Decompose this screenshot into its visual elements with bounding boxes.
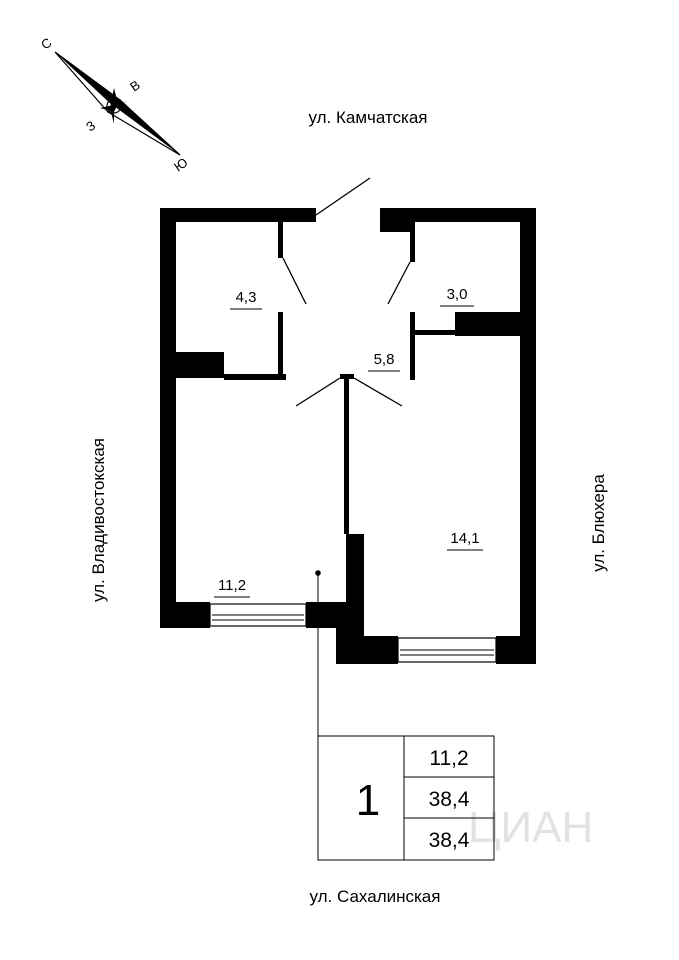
room-area-toilet: 3,0	[447, 286, 468, 303]
compass-needle-north-fill	[55, 52, 120, 106]
window-left	[209, 603, 307, 627]
compass-star-arm	[100, 104, 118, 112]
wall-partition-cap	[340, 374, 354, 379]
wall-top-left	[160, 208, 316, 222]
room-left-door	[295, 377, 341, 407]
info-table-rooms-count: 1	[356, 776, 380, 825]
wall-toilet-left-lower	[410, 312, 415, 380]
wall-bottom-right-b	[496, 636, 536, 664]
wall-top-right	[380, 208, 536, 222]
info-table-total-area: 38,4	[429, 788, 470, 811]
wall-bottom-left-a	[160, 602, 210, 628]
compass-label-east: В	[127, 77, 143, 94]
room-area-room-right: 14,1	[450, 530, 479, 547]
compass-star-arm	[110, 88, 118, 108]
room-area-room-left: 11,2	[218, 577, 246, 594]
compass-label-west: З	[83, 118, 98, 135]
door-swings	[282, 177, 411, 407]
street-label-west: ул. Владивостокская	[89, 438, 108, 602]
wall-shaft-left	[176, 352, 224, 378]
wall-toilet-bottom	[415, 330, 455, 335]
window-right	[397, 637, 497, 663]
wall-bottom-right-a	[336, 636, 398, 664]
street-label-north: ул. Камчатская	[308, 108, 427, 127]
wall-toilet-left-upper	[410, 222, 415, 262]
street-label-south: ул. Сахалинская	[310, 887, 441, 906]
interior-walls	[176, 222, 520, 534]
info-table-frame	[317, 735, 495, 861]
toilet-door	[387, 261, 411, 305]
compass-label-north: С	[38, 35, 54, 53]
wall-shaft-right	[455, 312, 520, 336]
street-label-east: ул. Блюхера	[589, 474, 608, 572]
info-table-living-area: 11,2	[429, 747, 468, 770]
wall-toilet-top-inner	[380, 222, 414, 232]
watermark: ЦИАН	[468, 803, 593, 852]
compass-label-south: Ю	[171, 155, 190, 175]
wall-bath-bottom	[224, 374, 286, 380]
wall-right	[520, 208, 536, 664]
room-areas: 4,3 3,0 5,8 11,2 14,1	[214, 286, 483, 598]
room-area-bathroom: 4,3	[236, 289, 257, 306]
entrance-door	[315, 177, 371, 216]
wall-bath-right-upper	[278, 222, 283, 258]
compass-rose: С В З Ю	[38, 35, 190, 175]
wall-bath-right-lower	[278, 312, 283, 380]
wall-partition-center	[344, 374, 349, 534]
wall-column	[346, 534, 364, 634]
info-table: 1 11,2 38,4 38,4	[317, 735, 495, 861]
bathroom-door	[282, 257, 307, 305]
compass-needle-south-fill	[114, 100, 180, 155]
compass-center-icon	[106, 98, 122, 114]
exterior-walls	[160, 208, 536, 664]
room-right-door	[353, 377, 403, 407]
wall-left	[160, 208, 176, 628]
room-area-hall: 5,8	[374, 351, 395, 368]
info-table-total-area-2: 38,4	[429, 829, 470, 852]
